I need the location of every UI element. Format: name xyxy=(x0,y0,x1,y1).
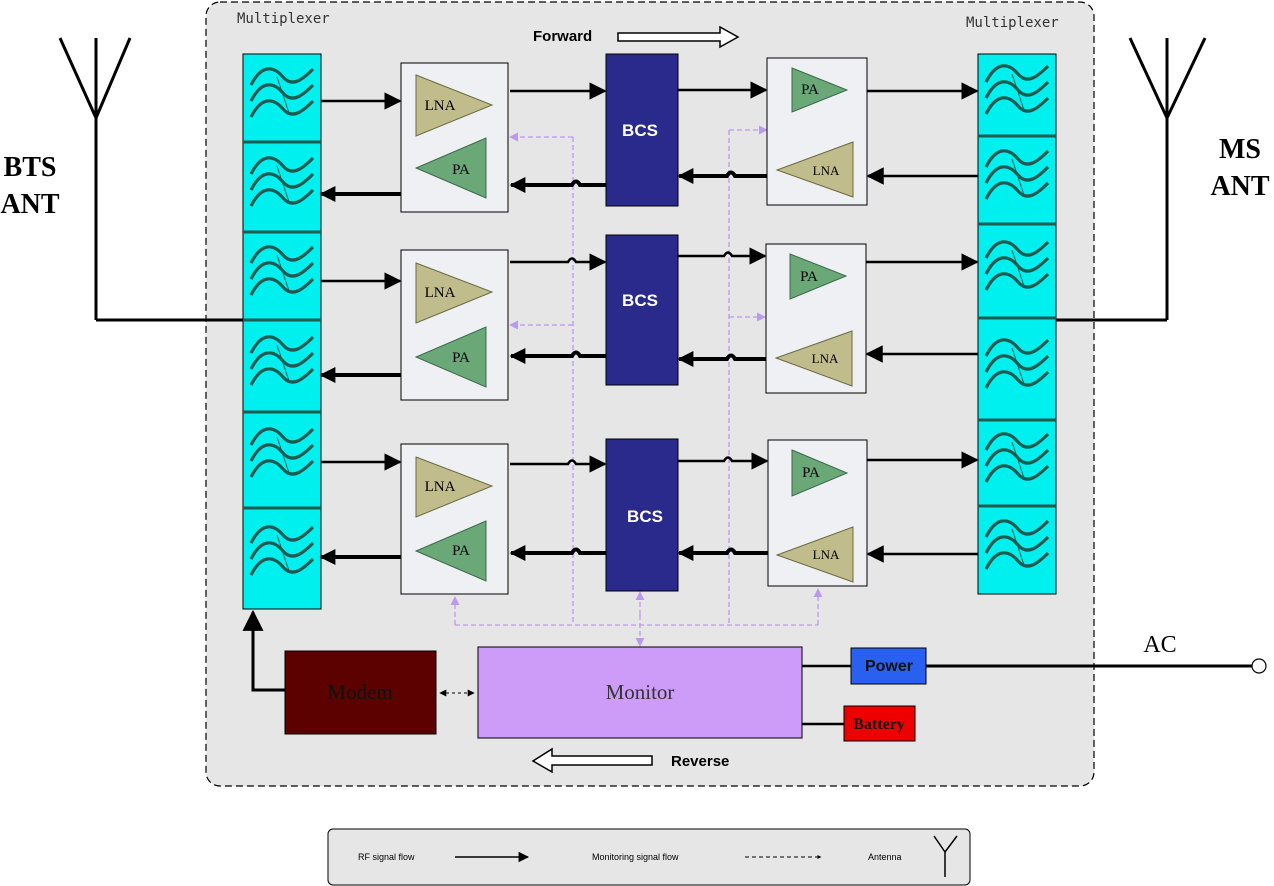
left-amplifier-group-3: LNA PA xyxy=(400,443,509,595)
reverse-arrow-icon xyxy=(531,747,653,774)
lna-icon xyxy=(415,262,494,324)
reverse-label: Reverse xyxy=(671,753,729,770)
pa-label: PA xyxy=(452,543,470,559)
left-multiplexer xyxy=(242,53,322,610)
forward-arrow-icon xyxy=(617,25,740,49)
right-filter-6 xyxy=(977,505,1057,595)
left-filter-1 xyxy=(242,53,322,143)
lna-label: LNA xyxy=(813,163,840,178)
pa-label: PA xyxy=(801,82,819,98)
legend-monitoring-label: Monitoring signal flow xyxy=(592,852,679,862)
ms-ant-label-line2: ANT xyxy=(1210,171,1269,202)
pa-icon xyxy=(791,449,849,497)
monitor-block xyxy=(477,646,803,739)
multiplexer-right-label: Multiplexer xyxy=(966,15,1059,31)
bts-ant-label-line1: BTS xyxy=(4,152,57,183)
right-amplifier-group-3: PA LNA xyxy=(767,439,868,587)
pa-label: PA xyxy=(802,465,820,481)
multiplexer-left-label: Multiplexer xyxy=(237,11,330,27)
lna-icon xyxy=(415,456,494,518)
bcs-block-3 xyxy=(605,438,679,592)
lna-label: LNA xyxy=(425,98,456,114)
ms-ant-label-line1: MS xyxy=(1219,134,1261,165)
bcs-label-1: BCS xyxy=(622,121,658,140)
battery-block xyxy=(843,705,916,742)
lna-label: LNA xyxy=(813,547,840,562)
bcs-block-1 xyxy=(605,53,679,207)
lna-label: LNA xyxy=(425,479,456,495)
lna-icon xyxy=(775,526,854,583)
bts-ant-label-line2: ANT xyxy=(0,189,59,220)
left-filter-2 xyxy=(242,141,322,233)
lna-icon xyxy=(774,330,853,387)
rf-signal-lines xyxy=(242,81,979,692)
right-filter-4 xyxy=(977,317,1057,421)
left-filter-6 xyxy=(242,507,322,610)
bcs-block-2 xyxy=(605,234,679,386)
lna-label: LNA xyxy=(425,285,456,301)
bcs-label-3: BCS xyxy=(627,507,663,526)
modem-label: Modem xyxy=(327,680,392,704)
right-amplifier-group-2: PA LNA xyxy=(765,243,867,394)
battery-label: Battery xyxy=(853,716,905,733)
pa-label: PA xyxy=(800,269,818,285)
monitoring-signal-lines xyxy=(450,125,823,647)
ms-antenna-icon xyxy=(1056,37,1207,322)
lna-icon xyxy=(775,141,854,198)
right-filter-3 xyxy=(977,223,1057,319)
pa-label: PA xyxy=(452,350,470,366)
left-amplifier-group-1: LNA PA xyxy=(400,62,509,213)
forward-label: Forward xyxy=(533,28,592,45)
pa-icon xyxy=(414,137,487,199)
ac-terminal-icon xyxy=(1251,658,1267,674)
left-filter-3 xyxy=(242,231,322,321)
left-filter-4 xyxy=(242,319,322,413)
pa-icon xyxy=(414,520,487,582)
power-label: Power xyxy=(865,658,913,675)
pa-label: PA xyxy=(452,162,470,178)
right-amplifier-group-1: PA LNA xyxy=(766,57,868,206)
lna-icon xyxy=(415,74,494,137)
legend: RF signal flow Monitoring signal flow An… xyxy=(327,828,971,886)
legend-antenna-label: Antenna xyxy=(868,852,902,862)
bts-antenna-icon xyxy=(58,37,244,322)
right-filter-1 xyxy=(977,53,1057,137)
right-filter-2 xyxy=(977,135,1057,225)
pa-icon xyxy=(789,253,848,300)
ac-label: AC xyxy=(1143,632,1176,658)
right-filter-5 xyxy=(977,419,1057,507)
monitor-label: Monitor xyxy=(606,680,675,704)
modem-block xyxy=(284,650,437,735)
left-filter-5 xyxy=(242,411,322,509)
pa-icon xyxy=(791,67,849,113)
legend-antenna-icon xyxy=(933,835,958,877)
legend-rf-label: RF signal flow xyxy=(358,852,415,862)
pa-icon xyxy=(414,326,487,388)
left-amplifier-group-2: LNA PA xyxy=(400,249,509,401)
lna-label: LNA xyxy=(812,351,839,366)
bcs-label-2: BCS xyxy=(622,291,658,310)
right-multiplexer xyxy=(977,53,1057,595)
